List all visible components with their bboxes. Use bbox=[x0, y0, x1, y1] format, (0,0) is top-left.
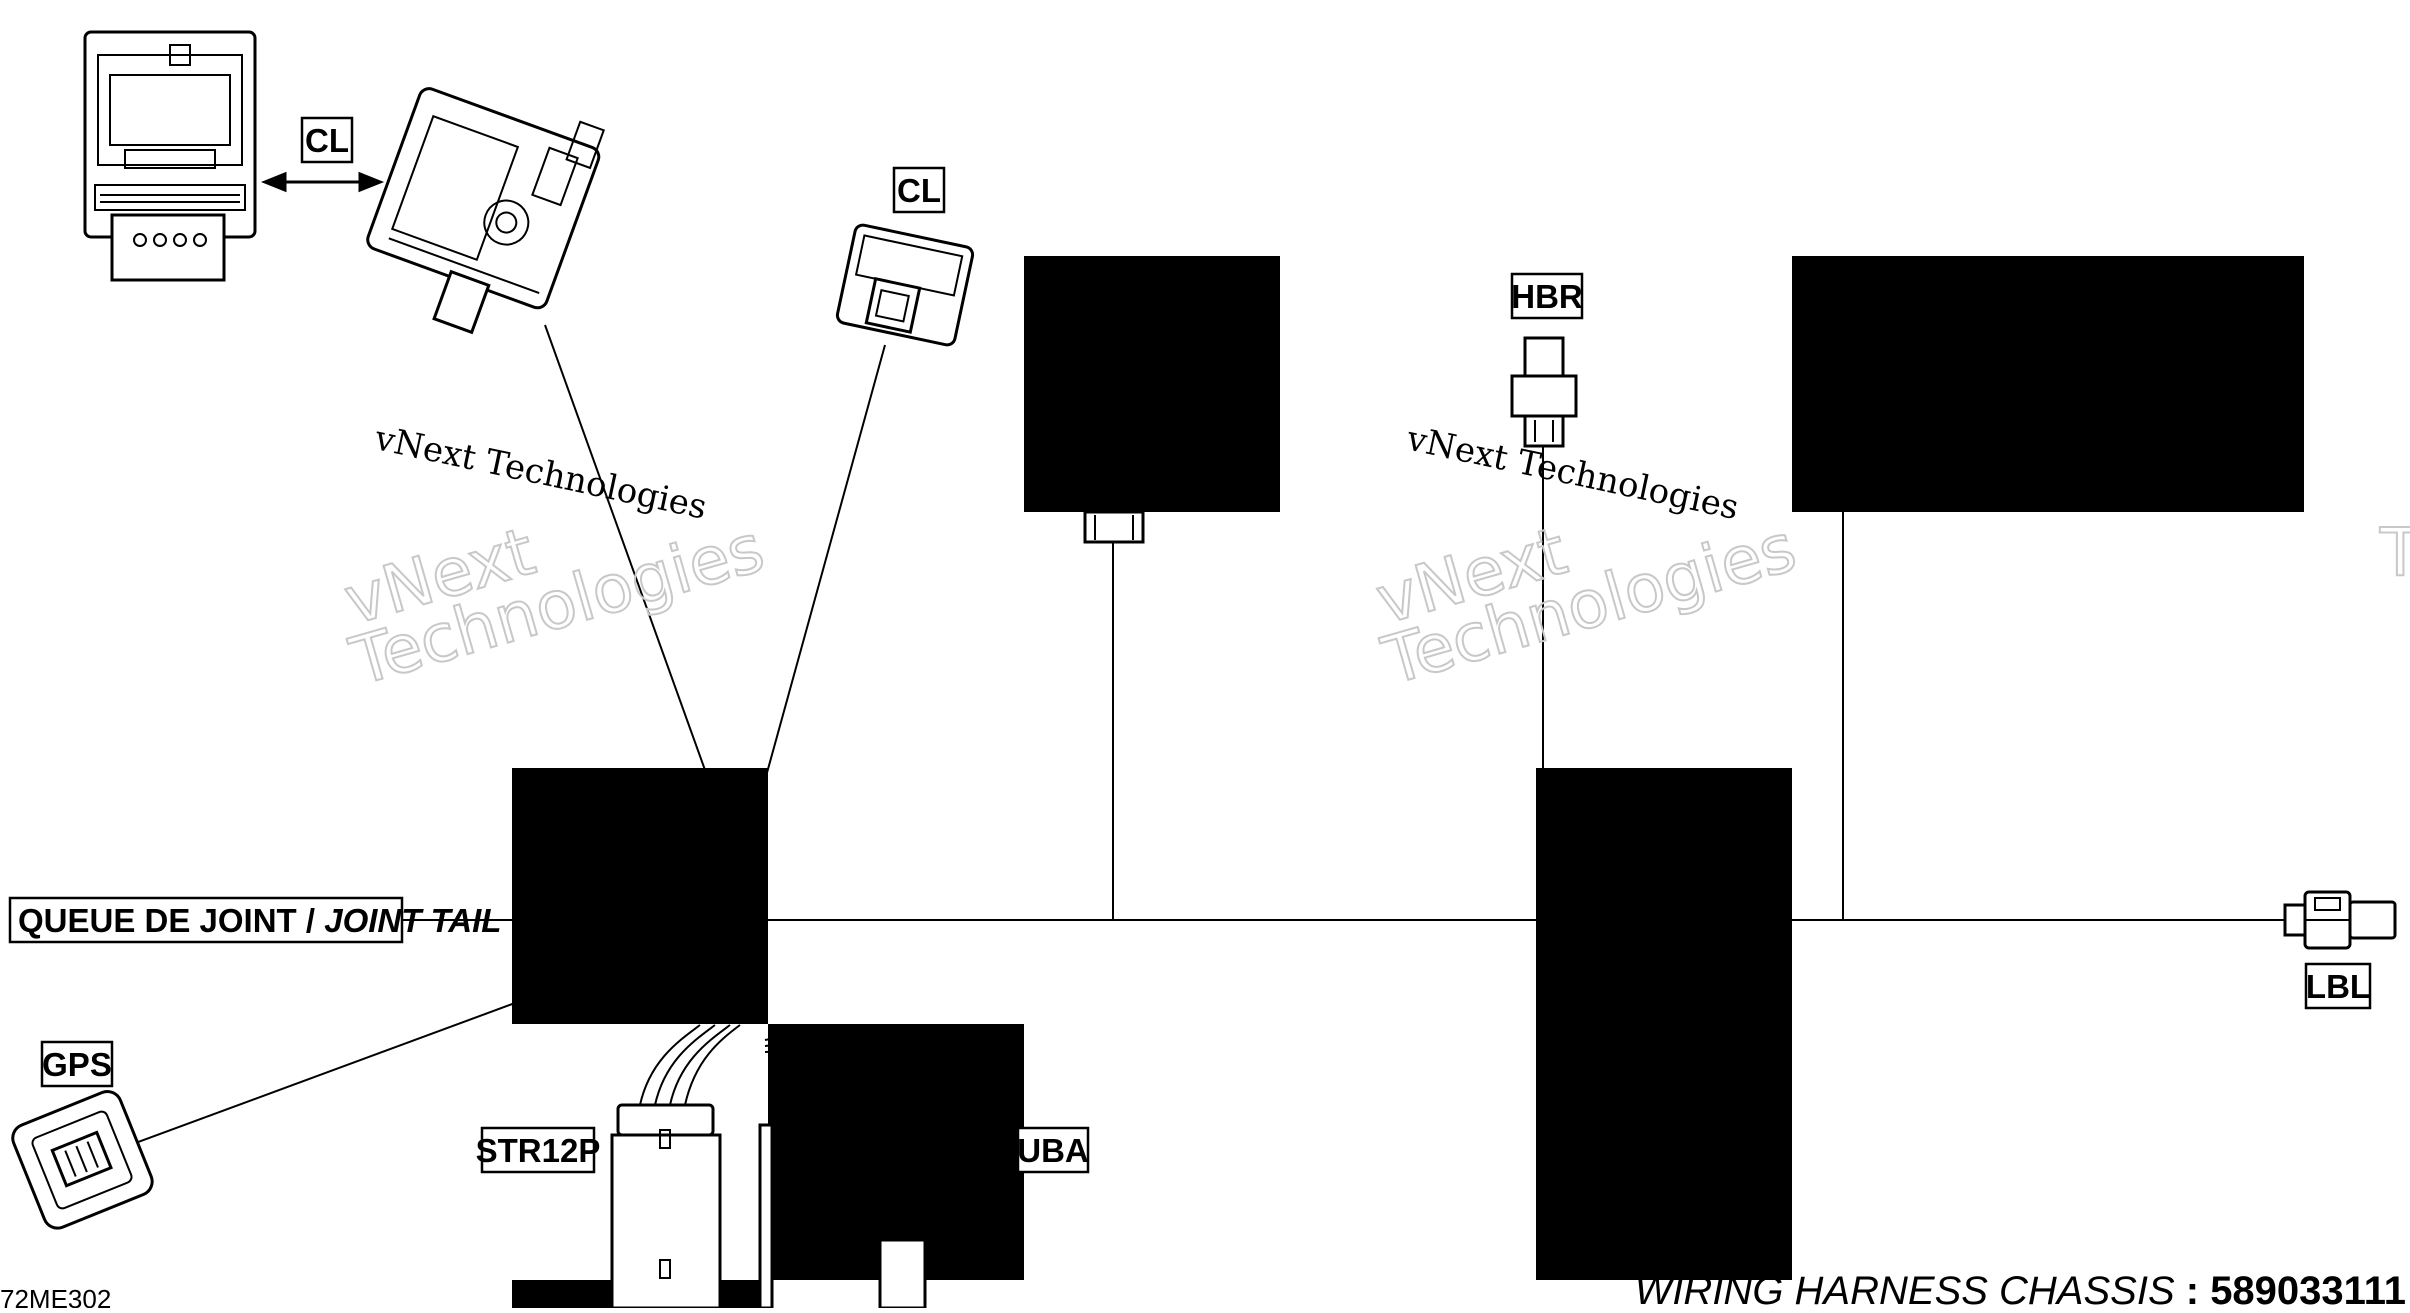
lbl-label: LBL bbox=[2304, 962, 2372, 1010]
redacted-block-junction-right bbox=[1536, 768, 1792, 1280]
gps-label-text: GPS bbox=[42, 1046, 112, 1083]
redacted-block-top-right bbox=[1792, 256, 2304, 512]
wire-to-cl-left bbox=[544, 324, 706, 771]
watermark-left: vNext Technologies vNext Technologies bbox=[335, 418, 773, 702]
wire-to-gps bbox=[129, 1002, 516, 1146]
harness-title-separator: : bbox=[2175, 1269, 2211, 1308]
wire-to-cl-right bbox=[764, 344, 886, 781]
watermark-right: vNext Technologies vNext Technologies bbox=[1367, 419, 1805, 702]
lbl-label-text: LBL bbox=[2306, 968, 2370, 1005]
redacted-block-top-center bbox=[1024, 256, 1280, 512]
cl-label-top: CL bbox=[300, 116, 354, 164]
joint-tail-label-fr: QUEUE DE JOINT / bbox=[18, 902, 324, 939]
hbr-label: HBR bbox=[1510, 272, 1584, 320]
str12p-connector bbox=[610, 1024, 774, 1310]
harness-title-prefix: WIRING HARNESS CHASSIS bbox=[1635, 1269, 2175, 1308]
redacted-block-lower-center bbox=[768, 1024, 1024, 1280]
double-arrow bbox=[260, 171, 385, 193]
cl-housing-connector bbox=[83, 30, 257, 282]
harness-title: WIRING HARNESS CHASSIS : 589033111 bbox=[1635, 1269, 2406, 1308]
str12p-label-text: STR12P bbox=[476, 1132, 601, 1169]
uba-label: UBA bbox=[1016, 1126, 1090, 1174]
cl-label-right-text: CL bbox=[897, 172, 941, 209]
joint-tail-label-en: JOINT TAIL bbox=[324, 902, 501, 939]
harness-part-number: 589033111 bbox=[2210, 1269, 2406, 1308]
watermark-right-line: vNext Technologies bbox=[1403, 419, 1743, 529]
watermark-edge-letter: T bbox=[2379, 514, 2410, 591]
gps-connector bbox=[11, 1090, 154, 1230]
gps-label: GPS bbox=[40, 1040, 114, 1088]
figure-code: 72ME302 bbox=[0, 1284, 111, 1308]
redacted-block-junction-left bbox=[512, 768, 768, 1024]
cl-small-connector bbox=[835, 223, 975, 347]
redacted-blocks bbox=[512, 256, 2304, 1308]
uba-label-text: UBA bbox=[1017, 1132, 1089, 1169]
second-lower-connector bbox=[878, 1238, 927, 1310]
top-box-connector-stub bbox=[1083, 510, 1145, 544]
svg-text:QUEUE DE JOINT / JOINT TAIL: QUEUE DE JOINT / JOINT TAIL bbox=[18, 902, 501, 939]
hbr-connector bbox=[1510, 336, 1578, 448]
cl-label-right: CL bbox=[892, 166, 946, 214]
joint-tail-label: QUEUE DE JOINT / JOINT TAIL bbox=[8, 896, 501, 944]
watermark-left-line: vNext Technologies bbox=[371, 418, 711, 528]
cl-angled-connector bbox=[366, 87, 606, 335]
lbl-connector bbox=[2283, 890, 2397, 950]
watermark-edge: T bbox=[2378, 513, 2410, 592]
hbr-label-text: HBR bbox=[1511, 278, 1583, 315]
cl-label-top-text: CL bbox=[305, 122, 349, 159]
str12p-label: STR12P bbox=[476, 1126, 601, 1174]
